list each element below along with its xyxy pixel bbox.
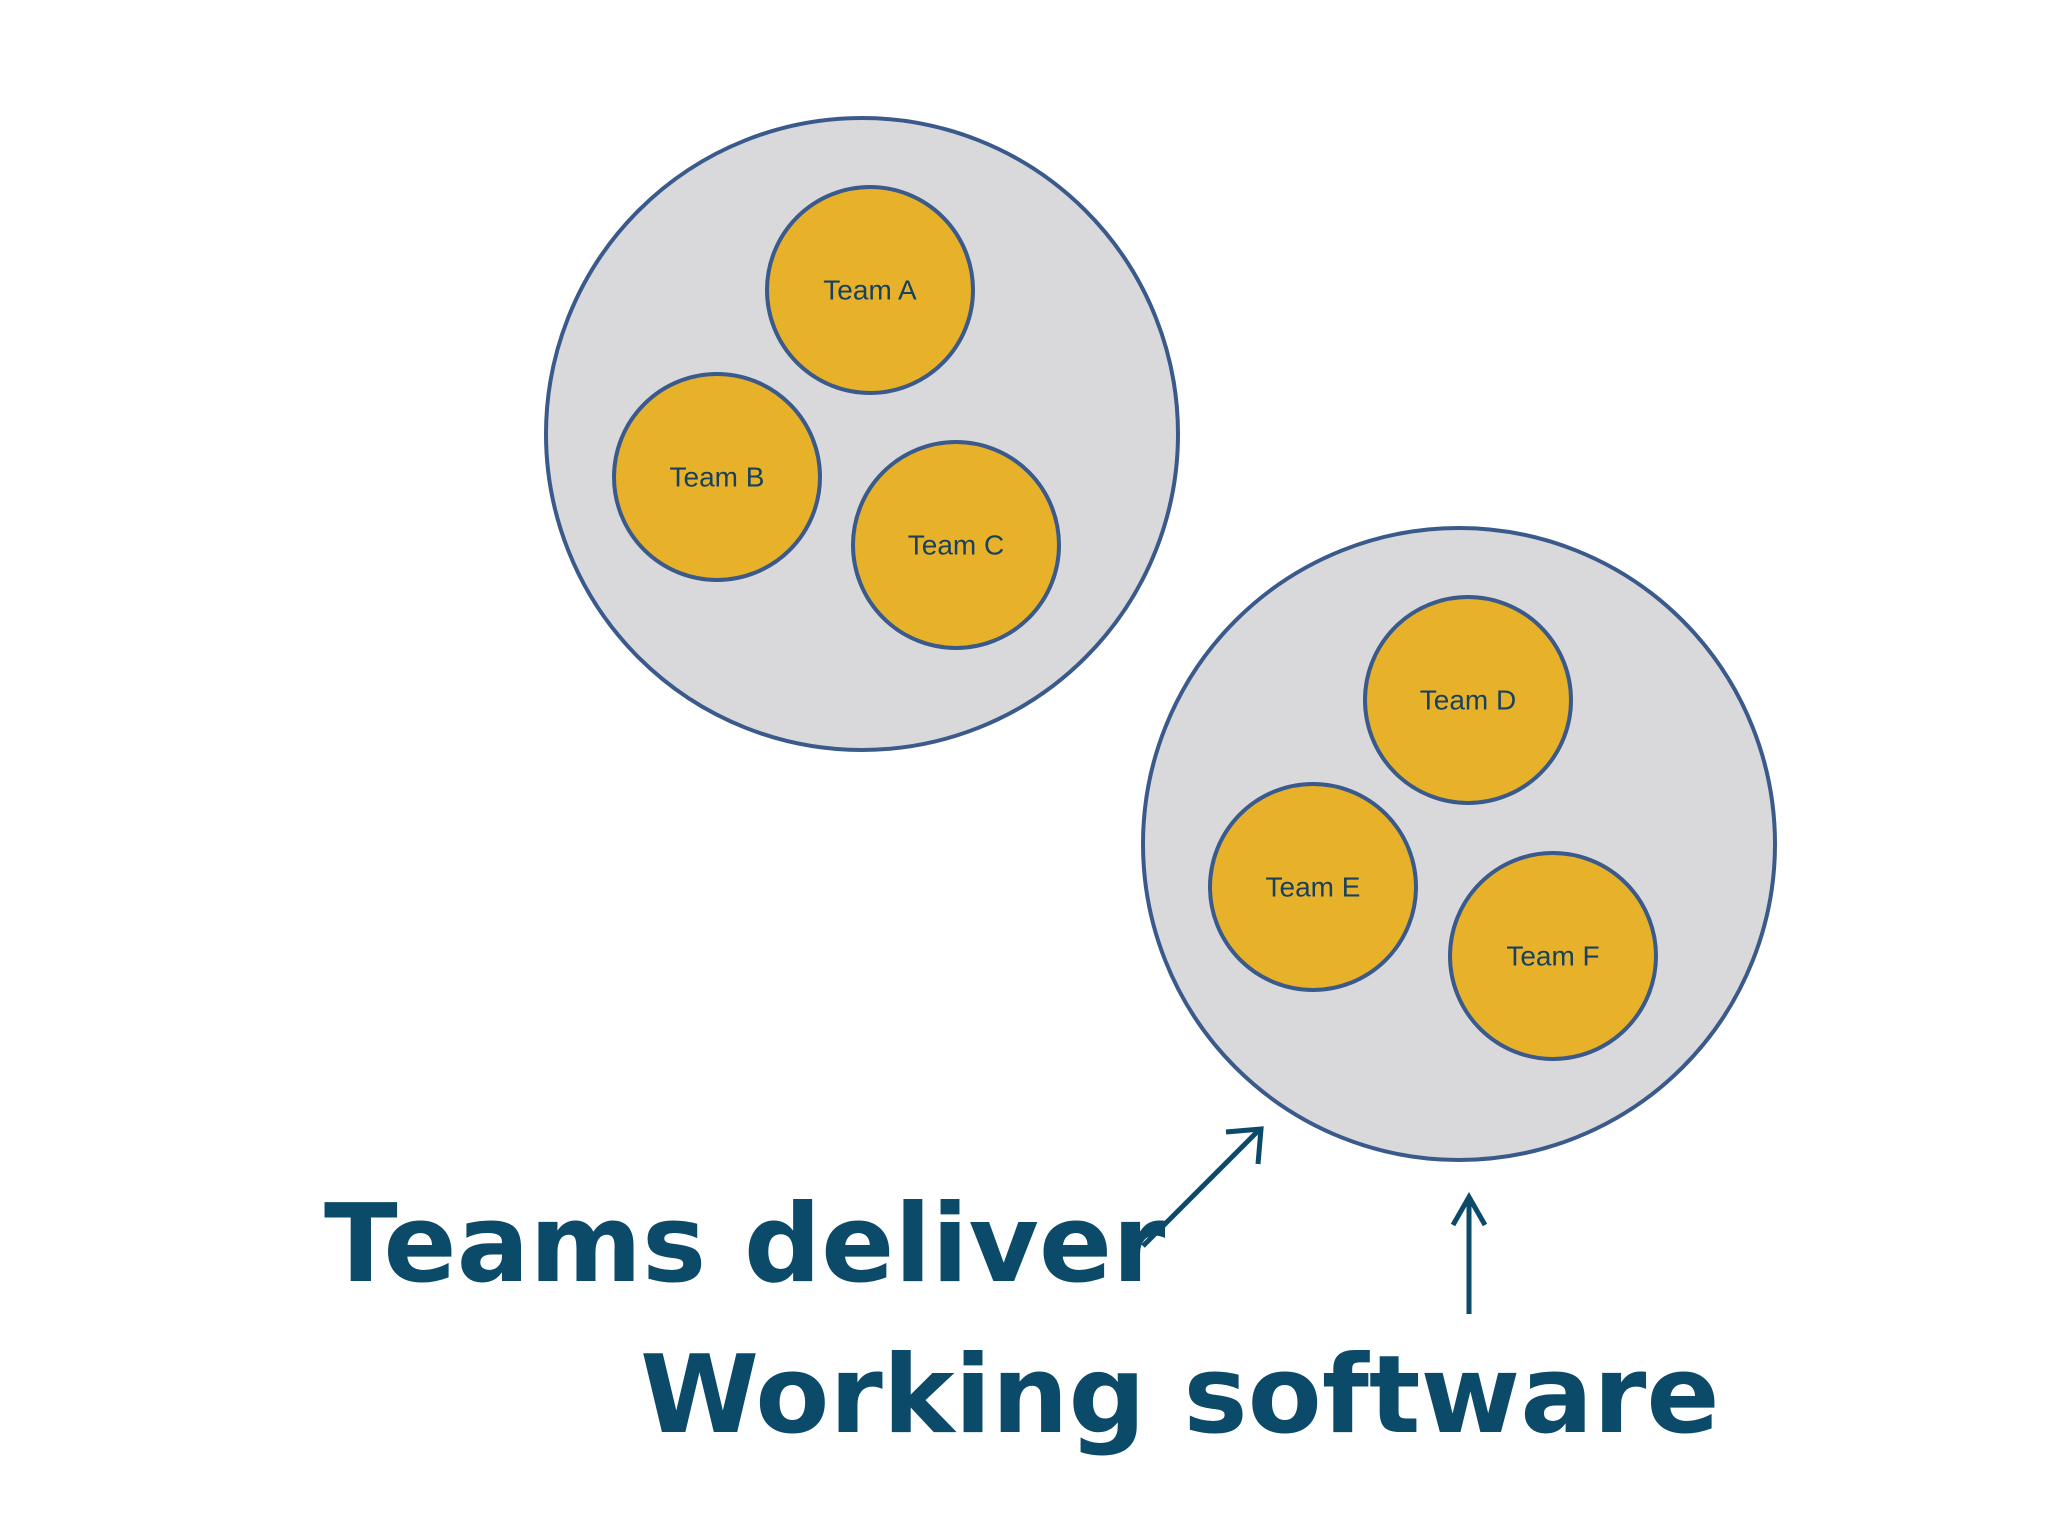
team-e-circle [1208,782,1418,992]
vertical-arrow-head [1450,1191,1488,1227]
team-e-label: Team E [1266,871,1361,902]
vertical-arrow [1450,1191,1488,1314]
team-b-label: Team B [670,461,765,492]
team-c-label: Team C [908,529,1004,560]
team-c-node: Team C [851,440,1061,650]
team-c-circle [851,440,1061,650]
team-a-circle [765,185,975,395]
caption-working-software: Working software [640,1333,1720,1458]
team-f-circle [1448,851,1658,1061]
team-e-node: Team E [1208,782,1418,992]
diagonal-arrow-shaft [1141,1128,1261,1248]
team-group-1: Team A Team B Team C [544,116,1180,752]
caption-teams-deliver: Teams deliver [324,1182,1165,1307]
team-a-node: Team A [765,185,975,395]
team-d-circle [1363,595,1573,805]
team-group-2: Team D Team E Team F [1141,526,1777,1162]
diagonal-arrow-head [1225,1126,1264,1165]
team-b-circle [612,372,822,582]
team-a-label: Team A [823,274,917,305]
team-f-node: Team F [1448,851,1658,1061]
team-b-node: Team B [612,372,822,582]
team-d-node: Team D [1363,595,1573,805]
team-f-label: Team F [1506,940,1599,971]
team-d-label: Team D [1420,684,1516,715]
diagonal-arrow [1141,1126,1264,1248]
